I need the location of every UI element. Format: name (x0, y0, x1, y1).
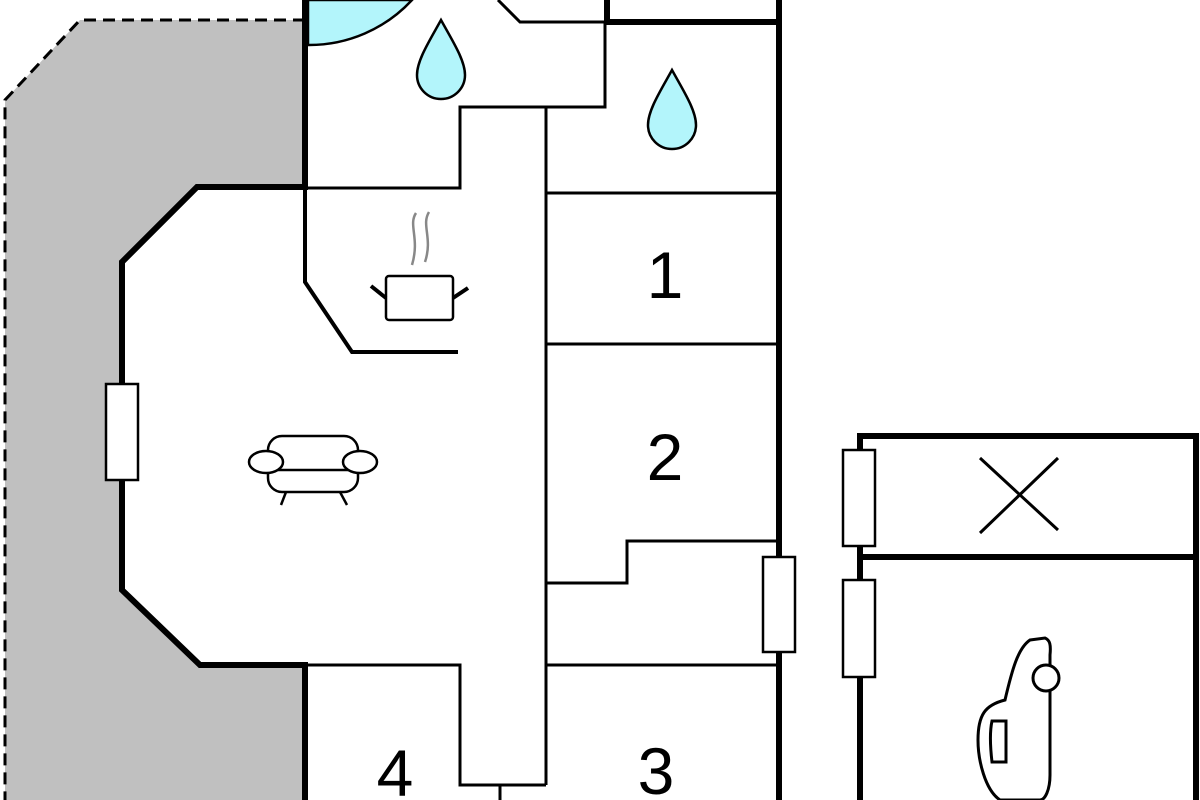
room-2-label: 2 (647, 420, 684, 494)
terrace-area (5, 20, 305, 800)
room-1-label: 1 (647, 238, 684, 312)
room-4-wall (305, 663, 546, 787)
window (104, 382, 140, 482)
water-drop-icon (646, 67, 698, 151)
outer-wall-north (604, 0, 779, 25)
car-icon (976, 636, 1061, 800)
room-3-label: 3 (638, 734, 675, 800)
cooking-pot-icon (369, 211, 470, 322)
bathroom-wall-top (496, 0, 607, 24)
shower-icon (306, 0, 414, 47)
cross-icon (978, 456, 1060, 535)
terrace-dashed-border (3, 18, 305, 800)
sofa-icon (247, 434, 379, 506)
water-drop-icon (415, 17, 467, 101)
bathroom-wall (305, 22, 607, 190)
room-4-label: 4 (377, 736, 414, 800)
window (841, 578, 877, 679)
room-2-bottom-wall (546, 539, 779, 585)
window (761, 555, 797, 654)
kitchen-wall (303, 188, 458, 354)
window (841, 448, 877, 548)
